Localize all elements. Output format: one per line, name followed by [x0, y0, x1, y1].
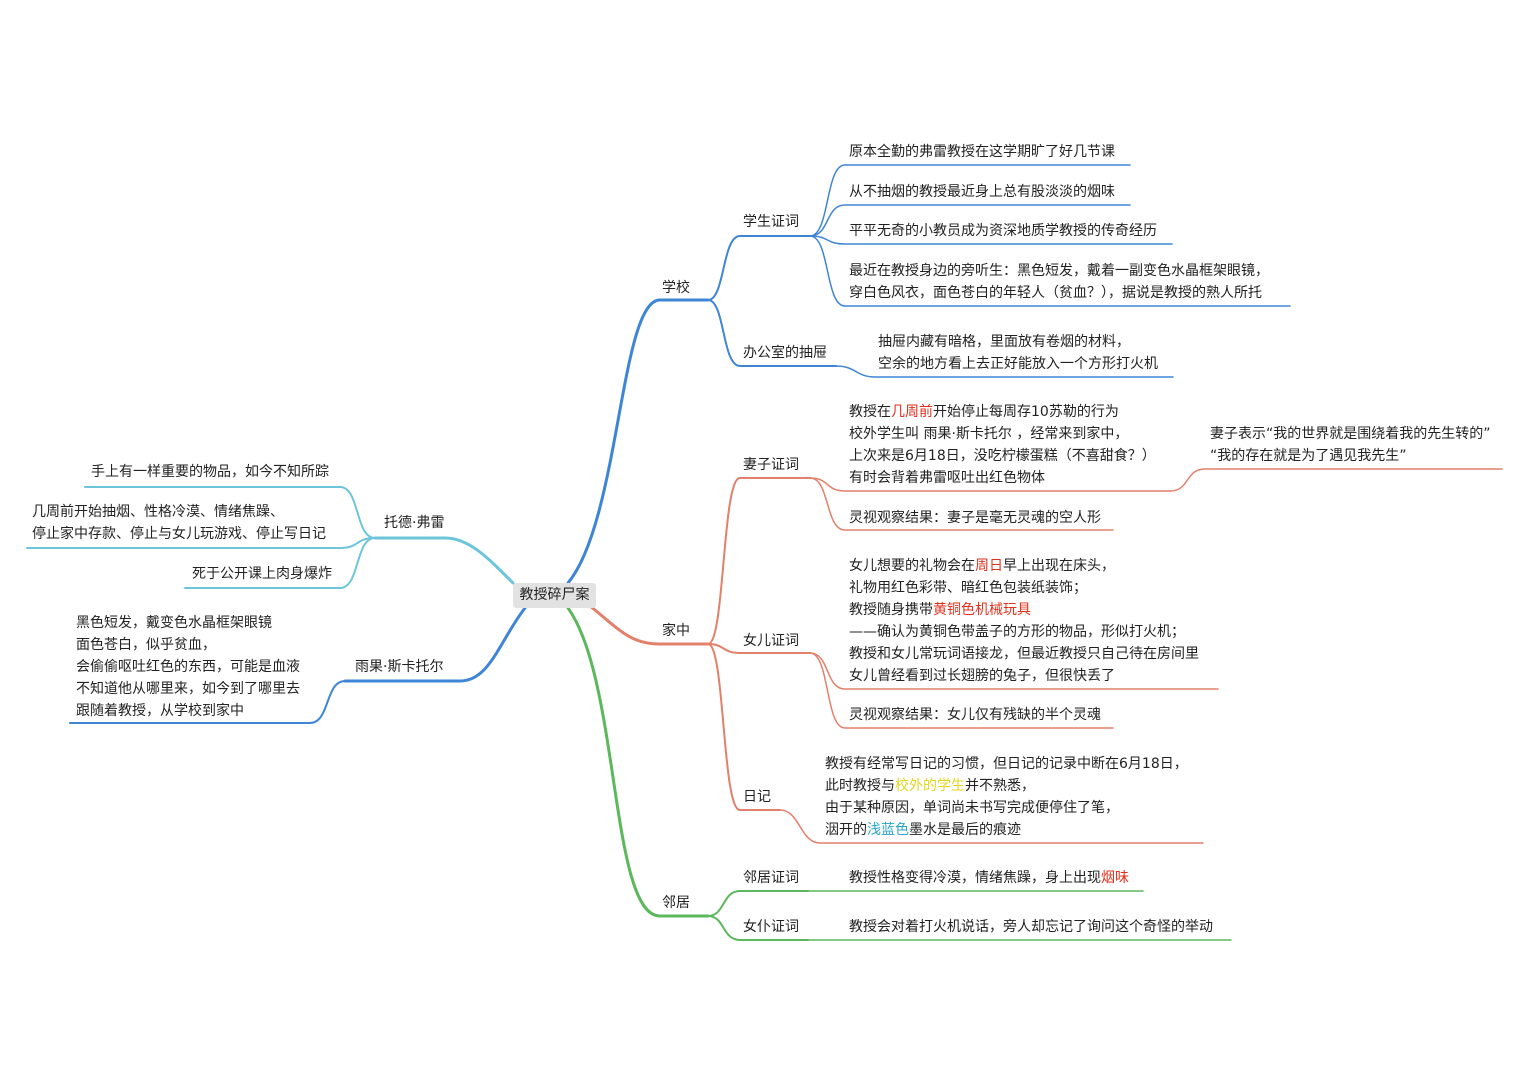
student-testimony-item[interactable]: 原本全勤的弗雷教授在这学期旷了好几节课	[849, 144, 1115, 160]
branch-hugo-scatore[interactable]: 雨果·斯卡托尔	[355, 659, 444, 675]
connector-diary-note	[779, 809, 1204, 844]
student-testimony-auditor[interactable]: 最近在教授身边的旁听生：黑色短发，戴着一副变色水晶框架眼镜， 穿白色风衣，面色苍…	[849, 260, 1269, 304]
daughter-testimony-note[interactable]: 女儿想要的礼物会在周日早上出现在床头， 礼物用红色彩带、暗红色包装纸装饰； 教授…	[849, 555, 1199, 687]
topic-student-testimony[interactable]: 学生证词	[743, 214, 799, 230]
drawer-note[interactable]: 抽屉内藏有暗格，里面放有卷烟的材料， 空余的地方看上去正好能放入一个方形打火机	[878, 331, 1158, 375]
hugo-line: 跟随着教授，从学校到家中	[76, 703, 244, 719]
wife-statement-line: 妻子表示“我的世界就是围绕着我的先生转的”	[1210, 426, 1491, 442]
drawer-line: 空余的地方看上去正好能放入一个方形打火机	[878, 356, 1158, 372]
wife-testimony-note[interactable]: 教授在几周前开始停止每周存10苏勒的行为 校外学生叫 雨果·斯卡托尔 ，经常来到…	[849, 401, 1156, 489]
tod-item[interactable]: 几周前开始抽烟、性格冷漠、情绪焦躁、 停止家中存款、停止与女儿玩游戏、停止写日记	[32, 501, 326, 545]
connector-home-daughter	[707, 643, 811, 654]
connector-students-4	[809, 235, 1291, 307]
daughter-spirit-observation[interactable]: 灵视观察结果：女儿仅有残缺的半个灵魂	[849, 707, 1101, 723]
topic-diary[interactable]: 日记	[743, 789, 771, 805]
tod-item-line: 停止家中存款、停止与女儿玩游戏、停止写日记	[32, 526, 326, 542]
connector-students-3	[809, 235, 1173, 245]
connector-drawer-1	[835, 365, 1174, 378]
tod-item[interactable]: 死于公开课上肉身爆炸	[192, 566, 332, 582]
diary-line-2: 此时教授与校外的学生并不熟悉，	[825, 778, 1035, 794]
connector-root-tod	[373, 536, 515, 585]
diary-note[interactable]: 教授有经常写日记的习惯，但日记的记录中断在6月18日， 此时教授与校外的学生并不…	[825, 753, 1188, 841]
connector-root-hugo	[343, 606, 527, 683]
student-testimony-item[interactable]: 从不抽烟的教授最近身上总有股淡淡的烟味	[849, 184, 1115, 200]
daughter-line-6: 女儿曾经看到过长翅膀的兔子，但很快丢了	[849, 668, 1115, 684]
connector-wife-spirit	[809, 477, 1114, 531]
connector-students-2	[809, 204, 1131, 237]
tod-item-line: 几周前开始抽烟、性格冷漠、情绪焦躁、	[32, 504, 284, 520]
topic-office-drawer[interactable]: 办公室的抽屉	[743, 345, 827, 361]
hugo-line: 黑色短发，戴变色水晶框架眼镜	[76, 615, 272, 631]
maid-testimony-text[interactable]: 教授会对着打火机说话，旁人却忘记了询问这个奇怪的举动	[849, 919, 1213, 935]
highlight-outside-student: 校外的学生	[895, 778, 965, 794]
neighbor-testimony-text[interactable]: 教授性格变得冷漠，情绪焦躁，身上出现烟味	[849, 870, 1129, 886]
drawer-line: 抽屉内藏有暗格，里面放有卷烟的材料，	[878, 334, 1130, 350]
root-topic[interactable]: 教授碎尸案	[513, 583, 596, 608]
connector-neighbor-maid	[707, 915, 809, 941]
student-testimony-item[interactable]: 平平无奇的小教员成为资深地质学教授的传奇经历	[849, 223, 1157, 239]
daughter-line-1: 女儿想要的礼物会在周日早上出现在床头，	[849, 558, 1115, 574]
connector-wife-sub	[1169, 468, 1503, 492]
topic-daughter-testimony[interactable]: 女儿证词	[743, 633, 799, 649]
connector-school-students	[707, 235, 811, 301]
connector-daughter-spirit	[809, 652, 1114, 729]
daughter-line-5: 教授和女儿常玩词语接龙，但最近教授只自己待在房间里	[849, 646, 1199, 662]
highlight-brass-toy: 黄铜色机械玩具	[933, 602, 1031, 618]
auditor-line: 最近在教授身边的旁听生：黑色短发，戴着一副变色水晶框架眼镜，	[849, 263, 1269, 279]
highlight-light-blue: 浅蓝色	[867, 822, 909, 838]
daughter-line-4: ——确认为黄铜色带盖子的方形的物品，形似打火机；	[849, 624, 1185, 640]
connector-daughter-note	[809, 652, 1219, 690]
wife-line-2: 校外学生叫 雨果·斯卡托尔 ，经常来到家中，	[849, 426, 1129, 442]
tod-item[interactable]: 手上有一样重要的物品，如今不知所踪	[91, 464, 329, 480]
connector-tod-1	[84, 486, 376, 539]
hugo-line: 不知道他从哪里来，如今到了哪里去	[76, 681, 300, 697]
connector-root-school	[566, 298, 710, 585]
wife-line-3: 上次来是6月18日，没吃柠檬蛋糕（不喜甜食？）	[849, 448, 1156, 464]
highlight-weeks-ago: 几周前	[891, 404, 933, 420]
hugo-note[interactable]: 黑色短发，戴变色水晶框架眼镜 面色苍白，似乎贫血， 会偷偷呕吐红色的东西，可能是…	[76, 612, 300, 722]
branch-tod-frey[interactable]: 托德·弗雷	[384, 515, 445, 531]
auditor-line: 穿白色风衣，面色苍白的年轻人（贫血？），据说是教授的熟人所托	[849, 285, 1262, 301]
diary-line-3: 由于某种原因，单词尚未书写完成便停住了笔，	[825, 800, 1119, 816]
topic-neighbor-testimony[interactable]: 邻居证词	[743, 870, 799, 886]
connector-students-1	[809, 164, 1131, 237]
highlight-sunday: 周日	[975, 558, 1003, 574]
branch-neighbor[interactable]: 邻居	[662, 895, 690, 911]
connector-school-drawer	[707, 299, 837, 367]
daughter-line-2: 礼物用红色彩带、暗红色包装纸装饰；	[849, 580, 1087, 596]
topic-wife-testimony[interactable]: 妻子证词	[743, 457, 799, 473]
wife-line-4: 有时会背着弗雷呕吐出红色物体	[849, 470, 1045, 486]
connector-neighbor-neighbors	[707, 890, 809, 917]
connector-home-diary	[707, 643, 781, 811]
connector-root-home	[588, 604, 710, 646]
connector-root-neighbor	[566, 606, 710, 918]
connector-wife-note	[809, 477, 1171, 492]
wife-statement[interactable]: 妻子表示“我的世界就是围绕着我的先生转的” “我的存在就是为了遇见我先生”	[1210, 423, 1491, 467]
daughter-line-3: 教授随身携带黄铜色机械玩具	[849, 602, 1031, 618]
branch-school[interactable]: 学校	[662, 280, 690, 296]
diary-line-4: 洇开的浅蓝色墨水是最后的痕迹	[825, 822, 1021, 838]
topic-maid-testimony[interactable]: 女仆证词	[743, 919, 799, 935]
diary-line-1: 教授有经常写日记的习惯，但日记的记录中断在6月18日，	[825, 756, 1188, 772]
wife-statement-line: “我的存在就是为了遇见我先生”	[1210, 448, 1407, 464]
wife-spirit-observation[interactable]: 灵视观察结果：妻子是毫无灵魂的空人形	[849, 510, 1101, 526]
connector-tod-3	[184, 537, 376, 589]
connector-home-wife	[707, 477, 811, 645]
hugo-line: 面色苍白，似乎贫血，	[76, 637, 216, 653]
branch-home[interactable]: 家中	[662, 623, 690, 639]
hugo-line: 会偷偷呕吐红色的东西，可能是血液	[76, 659, 300, 675]
wife-line-1: 教授在几周前开始停止每周存10苏勒的行为	[849, 404, 1119, 420]
highlight-smoke-smell: 烟味	[1101, 870, 1129, 886]
connector-hugo-lines	[69, 680, 346, 724]
